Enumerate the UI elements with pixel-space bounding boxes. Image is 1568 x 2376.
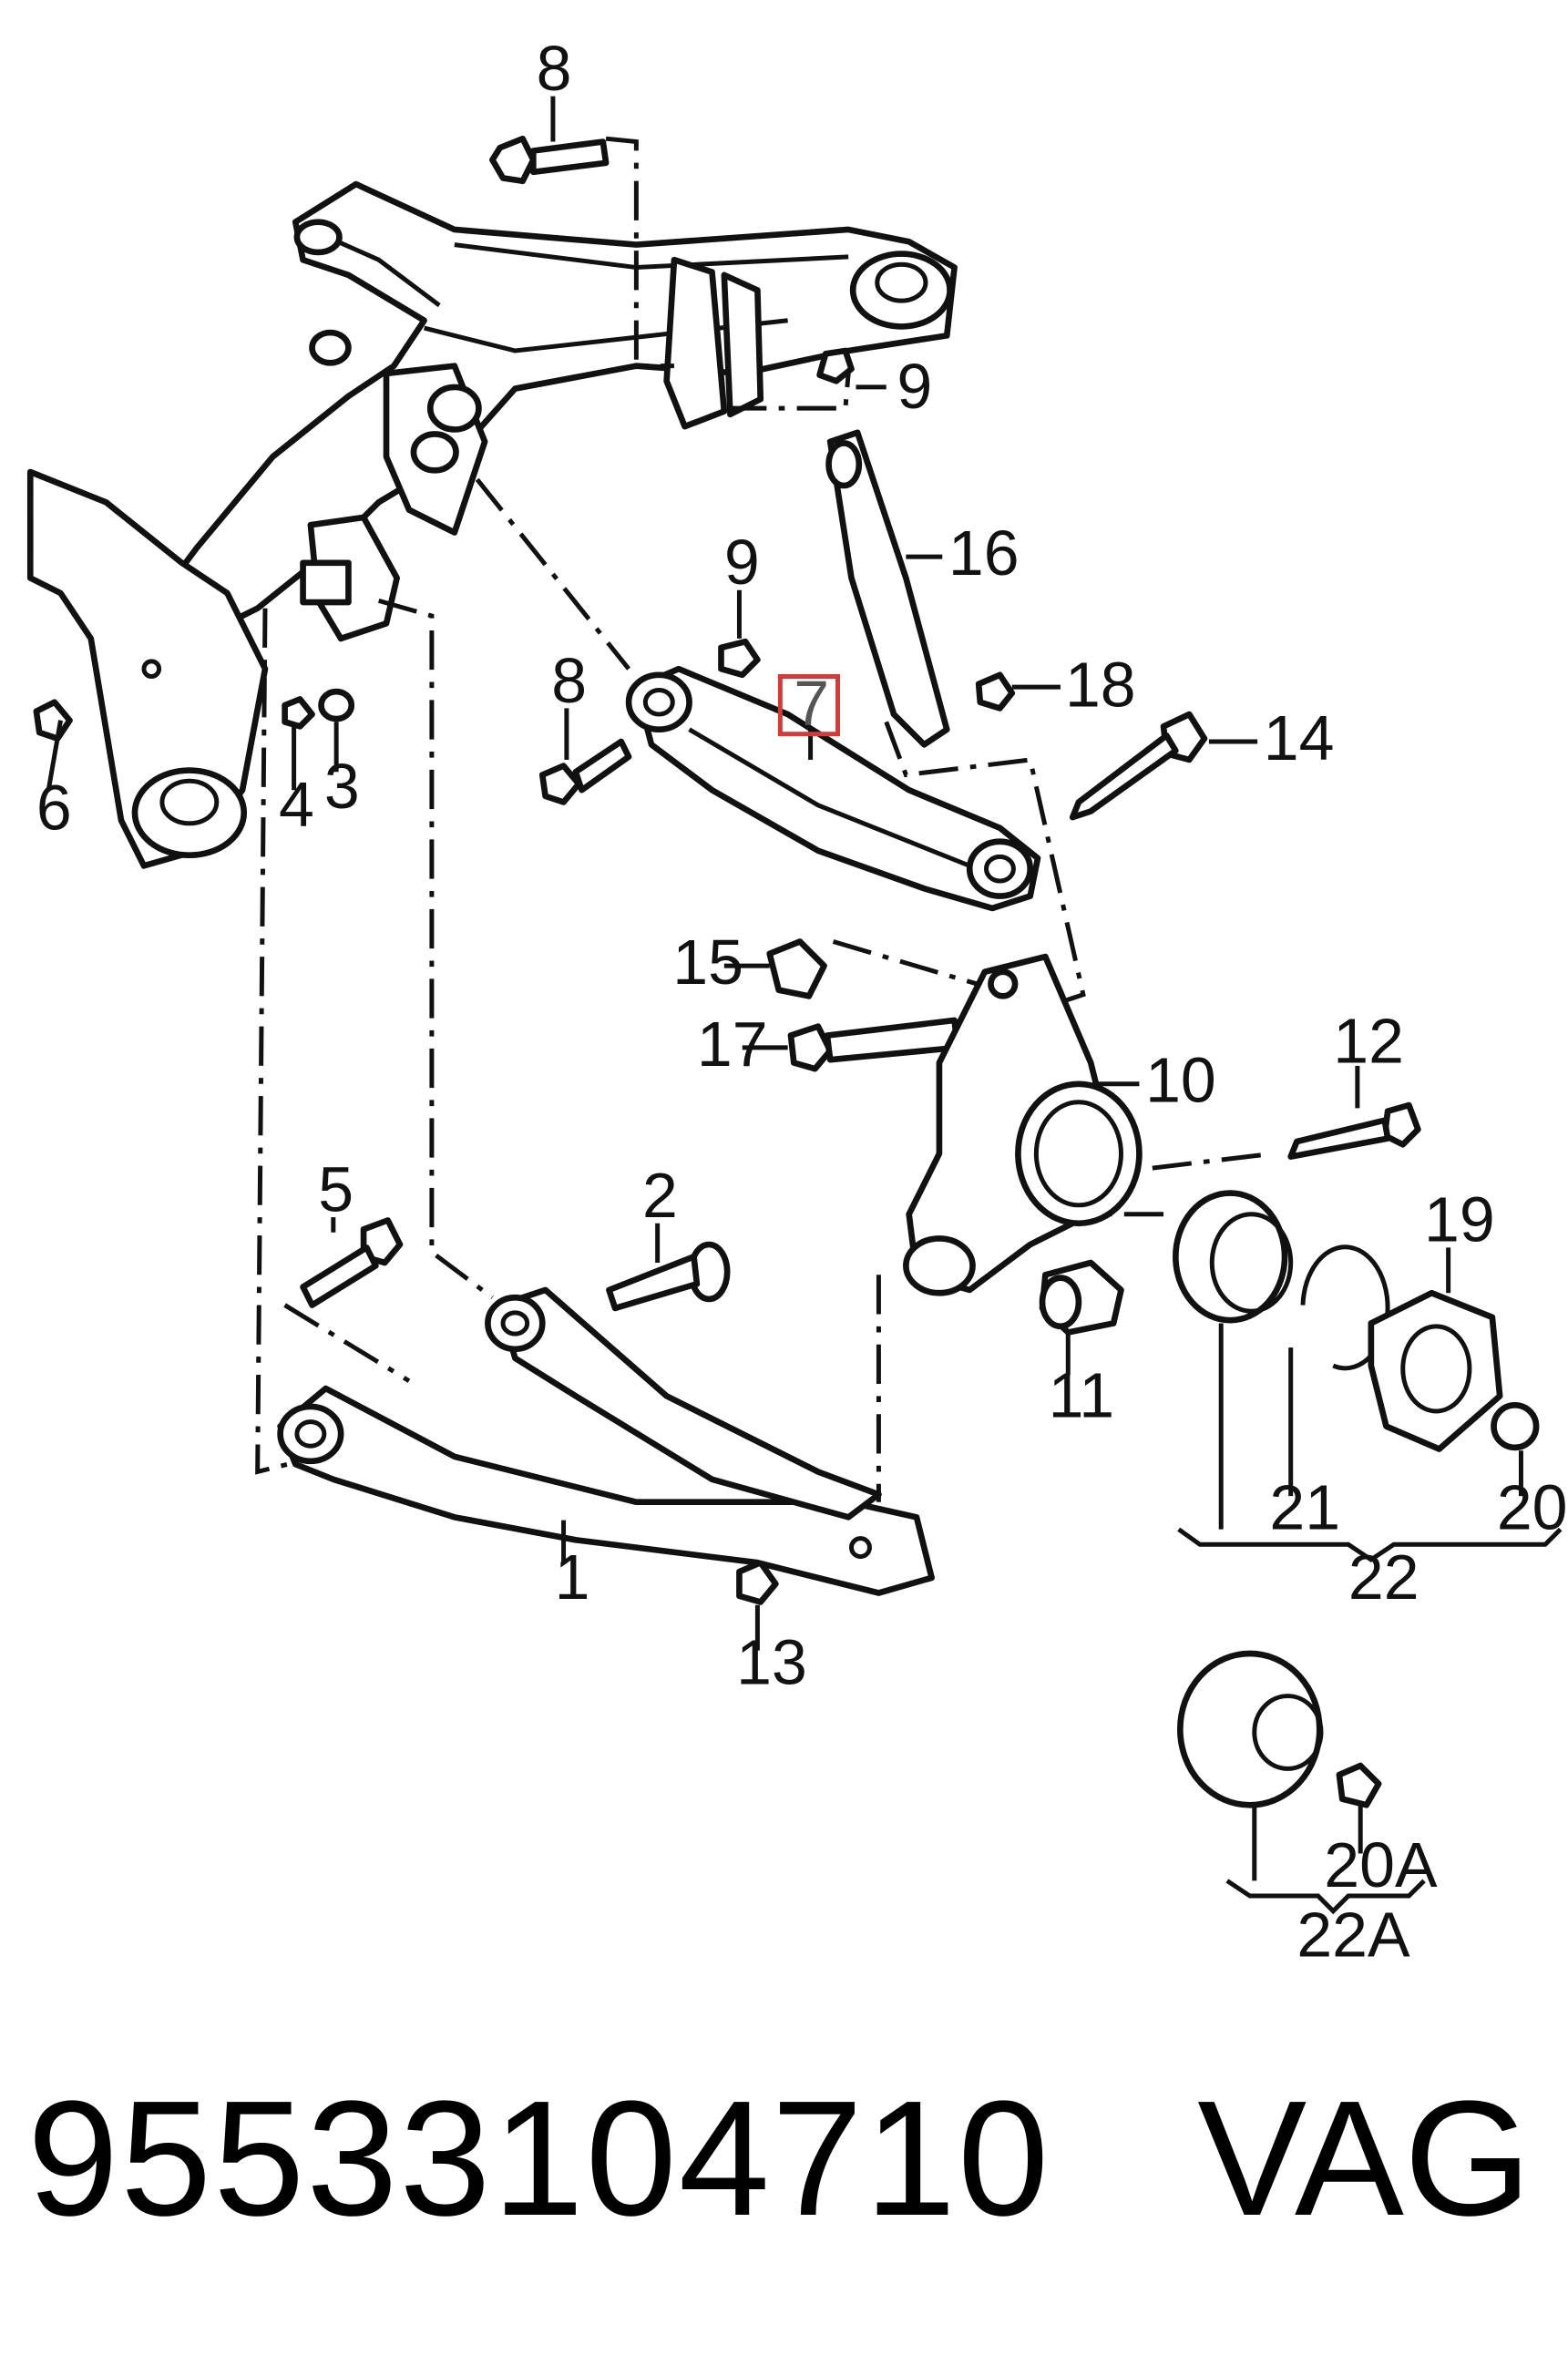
circlip-21 bbox=[1300, 1244, 1390, 1371]
brand-name: VAG bbox=[1197, 2067, 1532, 2250]
highlight-box-7 bbox=[777, 674, 841, 737]
rear-subframe bbox=[148, 180, 958, 642]
hub-assembly-22A bbox=[1176, 1650, 1382, 1808]
bolt-8-mid bbox=[538, 738, 632, 805]
callout-10: 10 bbox=[1145, 1045, 1216, 1116]
part-number: 95533104710 bbox=[27, 2067, 1051, 2250]
bolt-2 bbox=[606, 1241, 731, 1312]
callout-11: 11 bbox=[1049, 1360, 1115, 1431]
nut-15 bbox=[766, 938, 827, 999]
leader-lines bbox=[46, 96, 1563, 1915]
callout-4: 4 bbox=[279, 769, 314, 840]
callout-20: 20 bbox=[1497, 1472, 1568, 1543]
callout-9-upper: 9 bbox=[897, 351, 932, 422]
callout-22: 22 bbox=[1348, 1541, 1419, 1613]
callout-15: 15 bbox=[672, 927, 743, 998]
bushing-11 bbox=[1039, 1259, 1124, 1336]
callout-9-mid: 9 bbox=[724, 527, 760, 598]
bolt-12 bbox=[1287, 1101, 1421, 1160]
exploded-suspension-diagram: 8 9 9 16 7 8 18 14 6 4 3 15 17 10 12 5 2… bbox=[26, 33, 1568, 1971]
callout-6: 6 bbox=[36, 772, 72, 843]
callout-21: 21 bbox=[1269, 1472, 1340, 1543]
nut-9-mid bbox=[718, 638, 761, 679]
lower-wishbone-1 bbox=[277, 1286, 935, 1596]
callout-5: 5 bbox=[318, 1153, 354, 1224]
nut-18 bbox=[975, 671, 1016, 712]
wheel-hub-19 bbox=[1368, 1289, 1540, 1452]
nut-9-upper bbox=[816, 347, 855, 384]
callout-12: 12 bbox=[1333, 1006, 1404, 1077]
callout-19: 19 bbox=[1424, 1184, 1495, 1255]
callout-7: 7 bbox=[794, 668, 829, 739]
callout-18: 18 bbox=[1065, 650, 1136, 721]
callout-13: 13 bbox=[736, 1626, 807, 1697]
left-mount-bracket bbox=[26, 329, 400, 869]
callout-16: 16 bbox=[948, 517, 1020, 589]
callout-3: 3 bbox=[324, 751, 360, 822]
bolt-8-top bbox=[489, 135, 610, 185]
callout-8-mid: 8 bbox=[551, 645, 587, 716]
wheel-bearing-22 bbox=[1173, 1190, 1294, 1324]
nut-6 bbox=[33, 699, 73, 742]
wheel-carrier-10 bbox=[903, 953, 1143, 1296]
nut-4 bbox=[282, 696, 315, 730]
toe-link-16 bbox=[825, 429, 950, 748]
callout-20A: 20A bbox=[1324, 1829, 1438, 1900]
callout-2: 2 bbox=[642, 1160, 678, 1231]
washer-3 bbox=[318, 688, 355, 722]
callout-22A: 22A bbox=[1296, 1900, 1410, 1971]
callout-17: 17 bbox=[697, 1009, 768, 1080]
callout-8-top: 8 bbox=[537, 33, 572, 104]
bolt-14 bbox=[1069, 711, 1208, 821]
callout-14: 14 bbox=[1264, 702, 1335, 773]
bolt-17 bbox=[787, 1017, 961, 1072]
bolt-5 bbox=[300, 1217, 404, 1308]
callout-labels: 8 9 9 16 7 8 18 14 6 4 3 15 17 10 12 5 2… bbox=[36, 33, 1568, 1971]
upper-control-arm-7 bbox=[625, 665, 1041, 912]
callout-1: 1 bbox=[555, 1541, 590, 1613]
